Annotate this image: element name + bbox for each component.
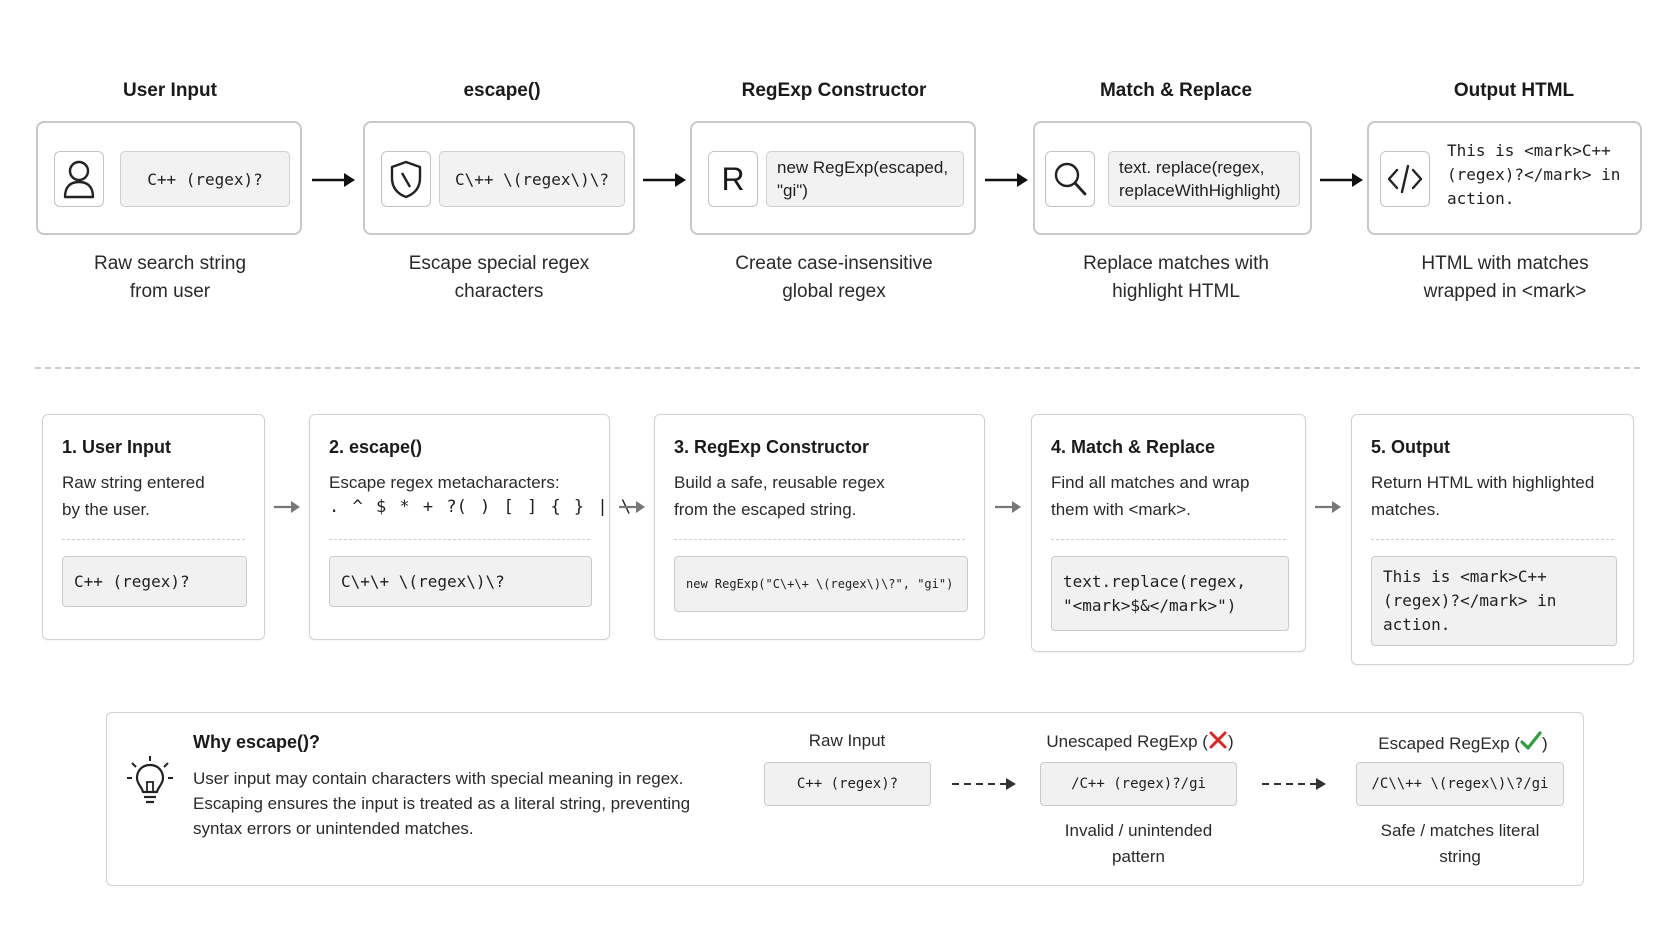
step-description: Raw string entered by the user.	[62, 473, 205, 519]
stage-box: This is <mark>C++ (regex)?</mark> in act…	[1367, 121, 1642, 235]
code-sample: new RegExp(escaped, "gi")	[766, 151, 964, 207]
search-icon	[1045, 151, 1095, 207]
step-title: 2. escape()	[329, 437, 423, 457]
section-divider	[35, 367, 1640, 369]
stage-title: RegExp Constructor	[741, 80, 927, 101]
unescaped-label-end: )	[1227, 732, 1234, 751]
shield-icon	[381, 151, 431, 207]
output-code: This is <mark>C++ (regex)?</mark> in act…	[1447, 141, 1621, 208]
card-divider	[62, 539, 245, 540]
step-code: new RegExp("C\+\+ \(regex\)\?", "gi")	[674, 556, 968, 612]
user-icon	[54, 151, 104, 207]
lightbulb-icon	[127, 756, 173, 804]
stage-box: C\++ \(regex\)\?	[363, 121, 635, 235]
step-description: Find all matches and wrap them with <mar…	[1051, 473, 1250, 519]
code-sample: text. replace(regex, replaceWithHighligh…	[1108, 151, 1300, 207]
metacharacters-list: . ^ $ * + ?( ) [ ] { } | \	[329, 497, 632, 517]
arrow-right-icon	[1262, 778, 1326, 790]
step-card: 3. RegExp Constructor Build a safe, reus…	[654, 414, 985, 640]
stage-box: R new RegExp(escaped, "gi")	[690, 121, 976, 235]
check-icon	[1520, 731, 1542, 750]
code-sample: C\++ \(regex\)\?	[439, 151, 625, 207]
stage-caption: HTML with matches wrapped in <mark>	[1421, 253, 1589, 302]
why-title: Why escape()?	[193, 732, 321, 752]
step-card: 1. User Input Raw string entered by the …	[42, 414, 265, 640]
step-title: 4. Match & Replace	[1051, 437, 1216, 457]
step-description: Build a safe, reusable regex from the es…	[674, 473, 885, 519]
stage-title: Output HTML	[1453, 80, 1575, 101]
escaped-label-end: )	[1542, 734, 1548, 753]
regexp-r-icon: R	[708, 151, 758, 207]
stage-box: text. replace(regex, replaceWithHighligh…	[1033, 121, 1312, 235]
stage-caption: Replace matches with highlight HTML	[1083, 253, 1269, 302]
card-divider	[1371, 539, 1614, 540]
escaped-label-text: Escaped RegExp (	[1378, 734, 1521, 753]
stage-caption: Create case-insensitive global regex	[735, 253, 933, 302]
escaped-label: Escaped RegExp ()	[1343, 731, 1583, 754]
stage-caption: Raw search string from user	[93, 253, 247, 302]
arrow-right-icon	[995, 501, 1021, 513]
step-description: Escape regex metacharacters:	[329, 473, 560, 492]
arrow-right-icon	[1315, 501, 1341, 513]
escaped-caption: Safe / matches literal string	[1380, 821, 1540, 866]
arrow-right-icon	[1320, 173, 1363, 187]
why-text: User input may contain characters with s…	[193, 769, 691, 838]
stage-caption: Escape special regex characters	[408, 253, 590, 302]
unescaped-caption: Invalid / unintended pattern	[1064, 821, 1213, 866]
cross-icon	[1209, 731, 1227, 749]
arrow-right-icon	[274, 501, 300, 513]
arrow-right-icon	[952, 778, 1016, 790]
step-code: C++ (regex)?	[62, 556, 247, 607]
stage-title: Match & Replace	[1099, 80, 1253, 101]
step-code: text.replace(regex, "<mark>$&</mark>")	[1051, 556, 1289, 631]
unescaped-code: /C++ (regex)?/gi	[1040, 762, 1237, 806]
code-sample: C++ (regex)?	[120, 151, 290, 207]
step-title: 5. Output	[1371, 437, 1450, 457]
arrow-right-icon	[312, 173, 355, 187]
step-card: 5. Output Return HTML with highlighted m…	[1351, 414, 1634, 665]
stage-title: escape()	[463, 80, 541, 101]
arrow-right-icon	[643, 173, 686, 187]
raw-input-label: Raw Input	[808, 731, 886, 750]
stage-title: User Input	[123, 80, 217, 101]
step-card: 2. escape() Escape regex metacharacters:…	[309, 414, 631, 640]
arrow-right-icon	[619, 501, 645, 513]
step-title: 1. User Input	[62, 437, 172, 457]
step-title: 3. RegExp Constructor	[674, 437, 870, 457]
unescaped-label: Unescaped RegExp ()	[1025, 731, 1255, 752]
unescaped-label-text: Unescaped RegExp (	[1046, 732, 1208, 751]
card-divider	[1051, 539, 1286, 540]
step-code: C\+\+ \(regex\)\?	[329, 556, 592, 607]
arrow-right-icon	[985, 173, 1028, 187]
step-description: Return HTML with highlighted matches.	[1371, 473, 1595, 519]
card-divider	[329, 539, 590, 540]
code-icon	[1380, 151, 1430, 207]
step-card: 4. Match & Replace Find all matches and …	[1031, 414, 1306, 652]
step-code: This is <mark>C++ (regex)?</mark> in act…	[1371, 556, 1617, 646]
raw-input-code: C++ (regex)?	[764, 762, 931, 806]
stage-box: C++ (regex)?	[36, 121, 302, 235]
card-divider	[674, 539, 965, 540]
escaped-code: /C\\++ \(regex\)\?/gi	[1356, 762, 1564, 806]
